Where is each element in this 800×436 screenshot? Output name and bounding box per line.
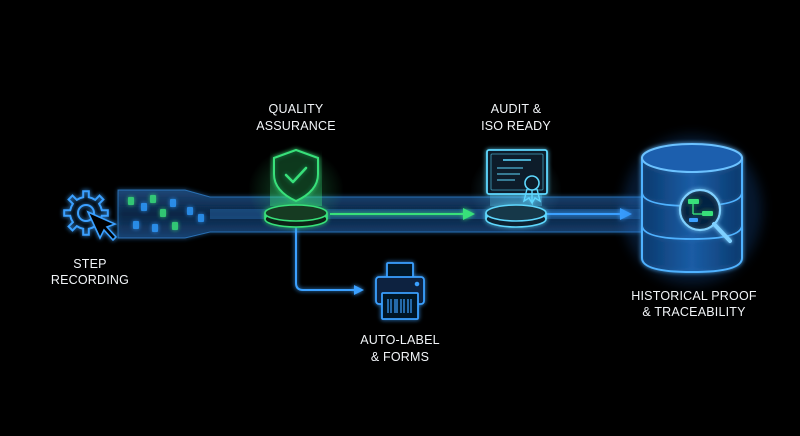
gear-cursor-icon — [63, 190, 118, 242]
document-icon — [150, 195, 156, 203]
label-quality-assurance: QUALITY ASSURANCE — [256, 102, 336, 133]
audit-node — [470, 149, 562, 230]
label-line: & TRACEABILITY — [642, 305, 746, 319]
label-line: STEP — [73, 257, 106, 271]
label-line: AUTO-LABEL — [360, 333, 440, 347]
magnifier-icon — [678, 188, 732, 243]
shield-check-icon — [273, 148, 319, 203]
document-icon — [141, 203, 147, 211]
flow-arrow-green — [330, 208, 475, 220]
label-line: ISO READY — [481, 119, 551, 133]
quality-node — [248, 148, 344, 232]
document-icon — [187, 207, 193, 215]
branch-arrow — [295, 225, 364, 295]
label-line: AUDIT & — [491, 102, 542, 116]
label-printer-icon — [375, 262, 425, 320]
label-line: RECORDING — [51, 273, 129, 287]
certificate-icon — [486, 149, 548, 206]
document-icon — [152, 224, 158, 232]
document-icon — [160, 209, 166, 217]
label-line: & FORMS — [371, 350, 429, 364]
label-line: QUALITY — [269, 102, 324, 116]
label-step-recording: STEP RECORDING — [51, 257, 129, 287]
database-search-icon — [622, 135, 762, 285]
data-packets — [128, 195, 204, 232]
document-icon — [128, 197, 134, 205]
document-icon — [170, 199, 176, 207]
label-historical-proof: HISTORICAL PROOF & TRACEABILITY — [631, 289, 757, 319]
label-auto-label: AUTO-LABEL & FORMS — [360, 333, 440, 364]
pedestal — [485, 204, 547, 228]
label-line: HISTORICAL PROOF — [631, 289, 757, 303]
document-icon — [198, 214, 204, 222]
label-audit-iso: AUDIT & ISO READY — [481, 102, 551, 133]
document-icon — [133, 221, 139, 229]
pedestal — [264, 204, 328, 228]
label-line: ASSURANCE — [256, 119, 336, 133]
document-icon — [172, 222, 178, 230]
